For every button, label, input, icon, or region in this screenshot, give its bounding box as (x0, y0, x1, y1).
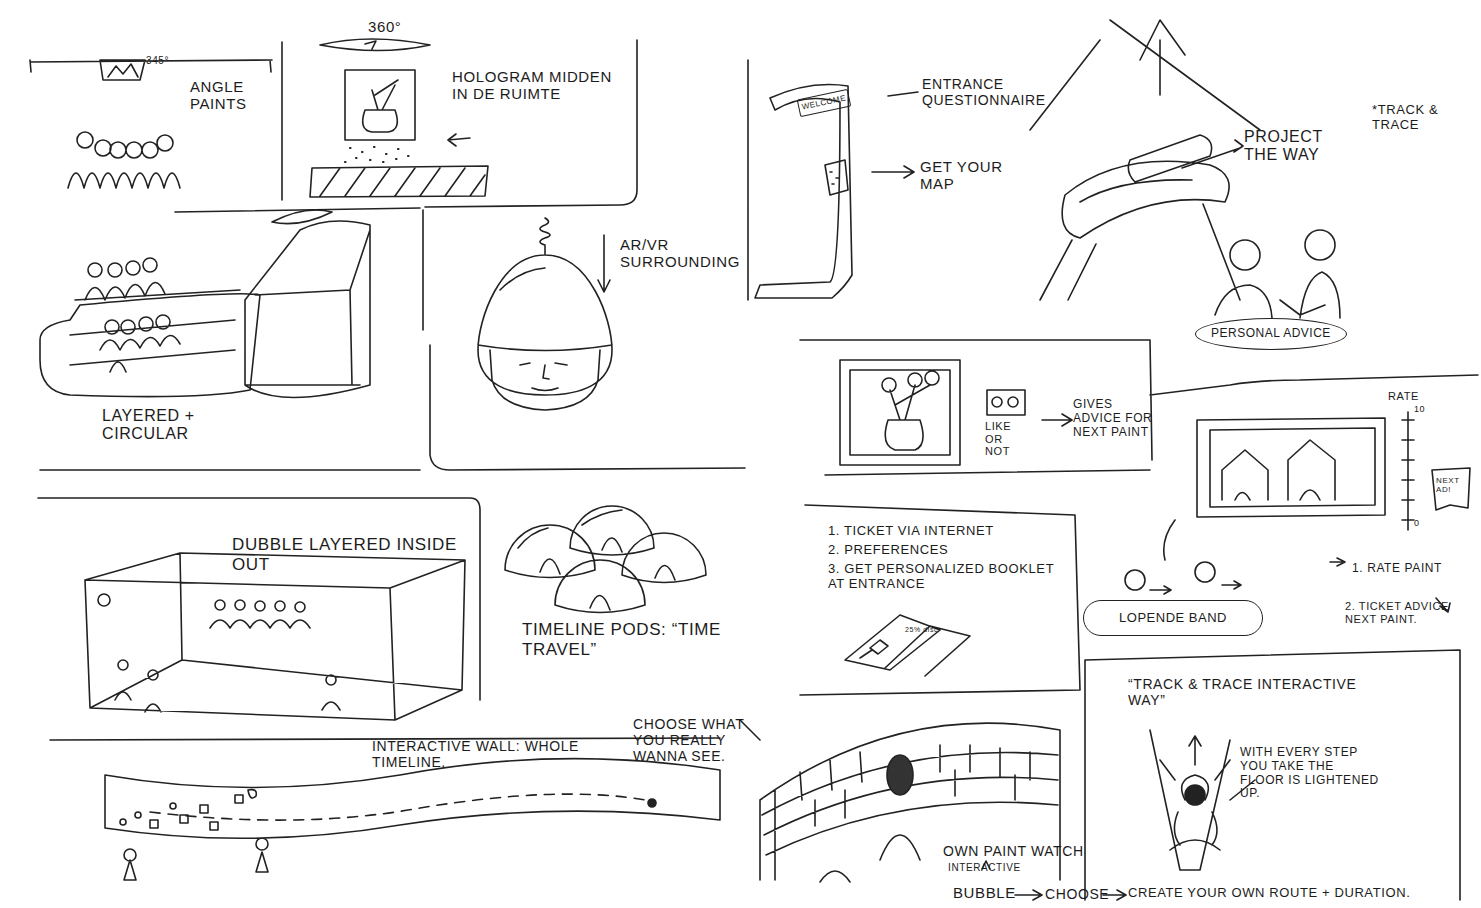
bubble-opening (887, 755, 913, 795)
timeline-dashes (150, 794, 645, 820)
timeline-pods-sketch (505, 506, 706, 613)
layered-circular-sketch (40, 210, 370, 398)
sketch-label: 0 (1414, 518, 1434, 528)
kiosk-sketch (755, 85, 918, 299)
vr-headset-sketch (478, 218, 612, 410)
hologram-light-dots (345, 147, 409, 162)
sketch-label: OWN PAINT WATCH (943, 843, 1113, 859)
sketch-label: LAYERED + CIRCULAR (102, 407, 277, 444)
sketch-label: HOLOGRAM MIDDEN IN DE RUIMTE (452, 68, 612, 103)
sketch-node: LOPENDE BAND (1083, 600, 1263, 636)
sketch-label: INTERACTIVE WALL: WHOLE TIMELINE. (372, 738, 652, 770)
conveyor-people-sketch (1125, 562, 1241, 594)
sketch-label: 3. GET PERSONALIZED BOOKLET AT ENTRANCE (828, 562, 1068, 592)
sketch-label: DUBBLE LAYERED INSIDE OUT (232, 535, 467, 574)
sketch-label: WITH EVERY STEP YOU TAKE THE FLOOR IS LI… (1240, 746, 1380, 801)
sketch-label: *TRACK & TRACE (1372, 103, 1450, 133)
sketch-label: 1. TICKET VIA INTERNET (828, 524, 1068, 539)
interactive-wall-sketch (105, 759, 720, 880)
sketch-label: ANGLE PAINTS (190, 78, 260, 113)
sketch-label: RATE (1388, 390, 1428, 403)
track-figure (1185, 785, 1205, 805)
sketch-label: CHOOSE WHAT YOU REALLY WANNA SEE. (633, 716, 751, 764)
sketch-label: 2. PREFERENCES (828, 543, 1068, 558)
timeline-end-dot (648, 799, 656, 807)
sketch-label: CREATE YOUR OWN ROUTE + DURATION. (1128, 886, 1473, 901)
sketch-label: 345° (146, 55, 180, 67)
sketch-label: 1. RATE PAINT (1352, 562, 1467, 576)
sketch-label: GIVES ADVICE FOR NEXT PAINT (1073, 398, 1155, 439)
sketch-label: “TRACK & TRACE INTERACTIVE WAY” (1128, 676, 1373, 708)
sketch-label: CHOOSE (1045, 886, 1105, 902)
rated-painting-sketch (1164, 412, 1470, 612)
sketch-node: PERSONAL ADVICE (1195, 318, 1347, 350)
sketch-label: 25% disc (905, 626, 945, 634)
track-floor-sketch (1150, 730, 1255, 870)
audience-sketch (68, 132, 180, 188)
sketch-label: GET YOUR MAP (920, 158, 1020, 193)
sketch-label: AR/VR SURROUNDING (620, 236, 750, 271)
sketch-label: BUBBLE (953, 884, 1013, 901)
sketch-label: 360° (368, 18, 418, 35)
painting-like-sketch (840, 360, 1072, 465)
sketch-label: TIMELINE PODS: “TIME TRAVEL” (522, 620, 727, 659)
node-text: PERSONAL ADVICE (1211, 327, 1331, 340)
booklet-sketch (845, 615, 970, 676)
node-text: LOPENDE BAND (1119, 611, 1227, 625)
sketch-label: 2. TICKET ADVICE NEXT PAINT. (1345, 600, 1457, 625)
sketch-label: ENTRANCE QUESTIONNAIRE (922, 76, 1047, 108)
sketch-label: PROJECT THE WAY (1244, 128, 1359, 165)
sketch-label: NEXT AD! (1436, 476, 1470, 494)
projection-sketch (1030, 20, 1340, 318)
sketch-label: LIKE OR NOT (985, 420, 1030, 458)
double-layered-box-sketch (85, 553, 465, 720)
hologram-sketch (310, 39, 488, 197)
sketch-label: INTERACTIVE (948, 862, 1038, 874)
bubble-wall-sketch (760, 723, 1126, 900)
sketch-node: WELCOME (797, 89, 852, 117)
sketch-label: 10 (1414, 404, 1434, 414)
panel-border (38, 40, 1478, 900)
